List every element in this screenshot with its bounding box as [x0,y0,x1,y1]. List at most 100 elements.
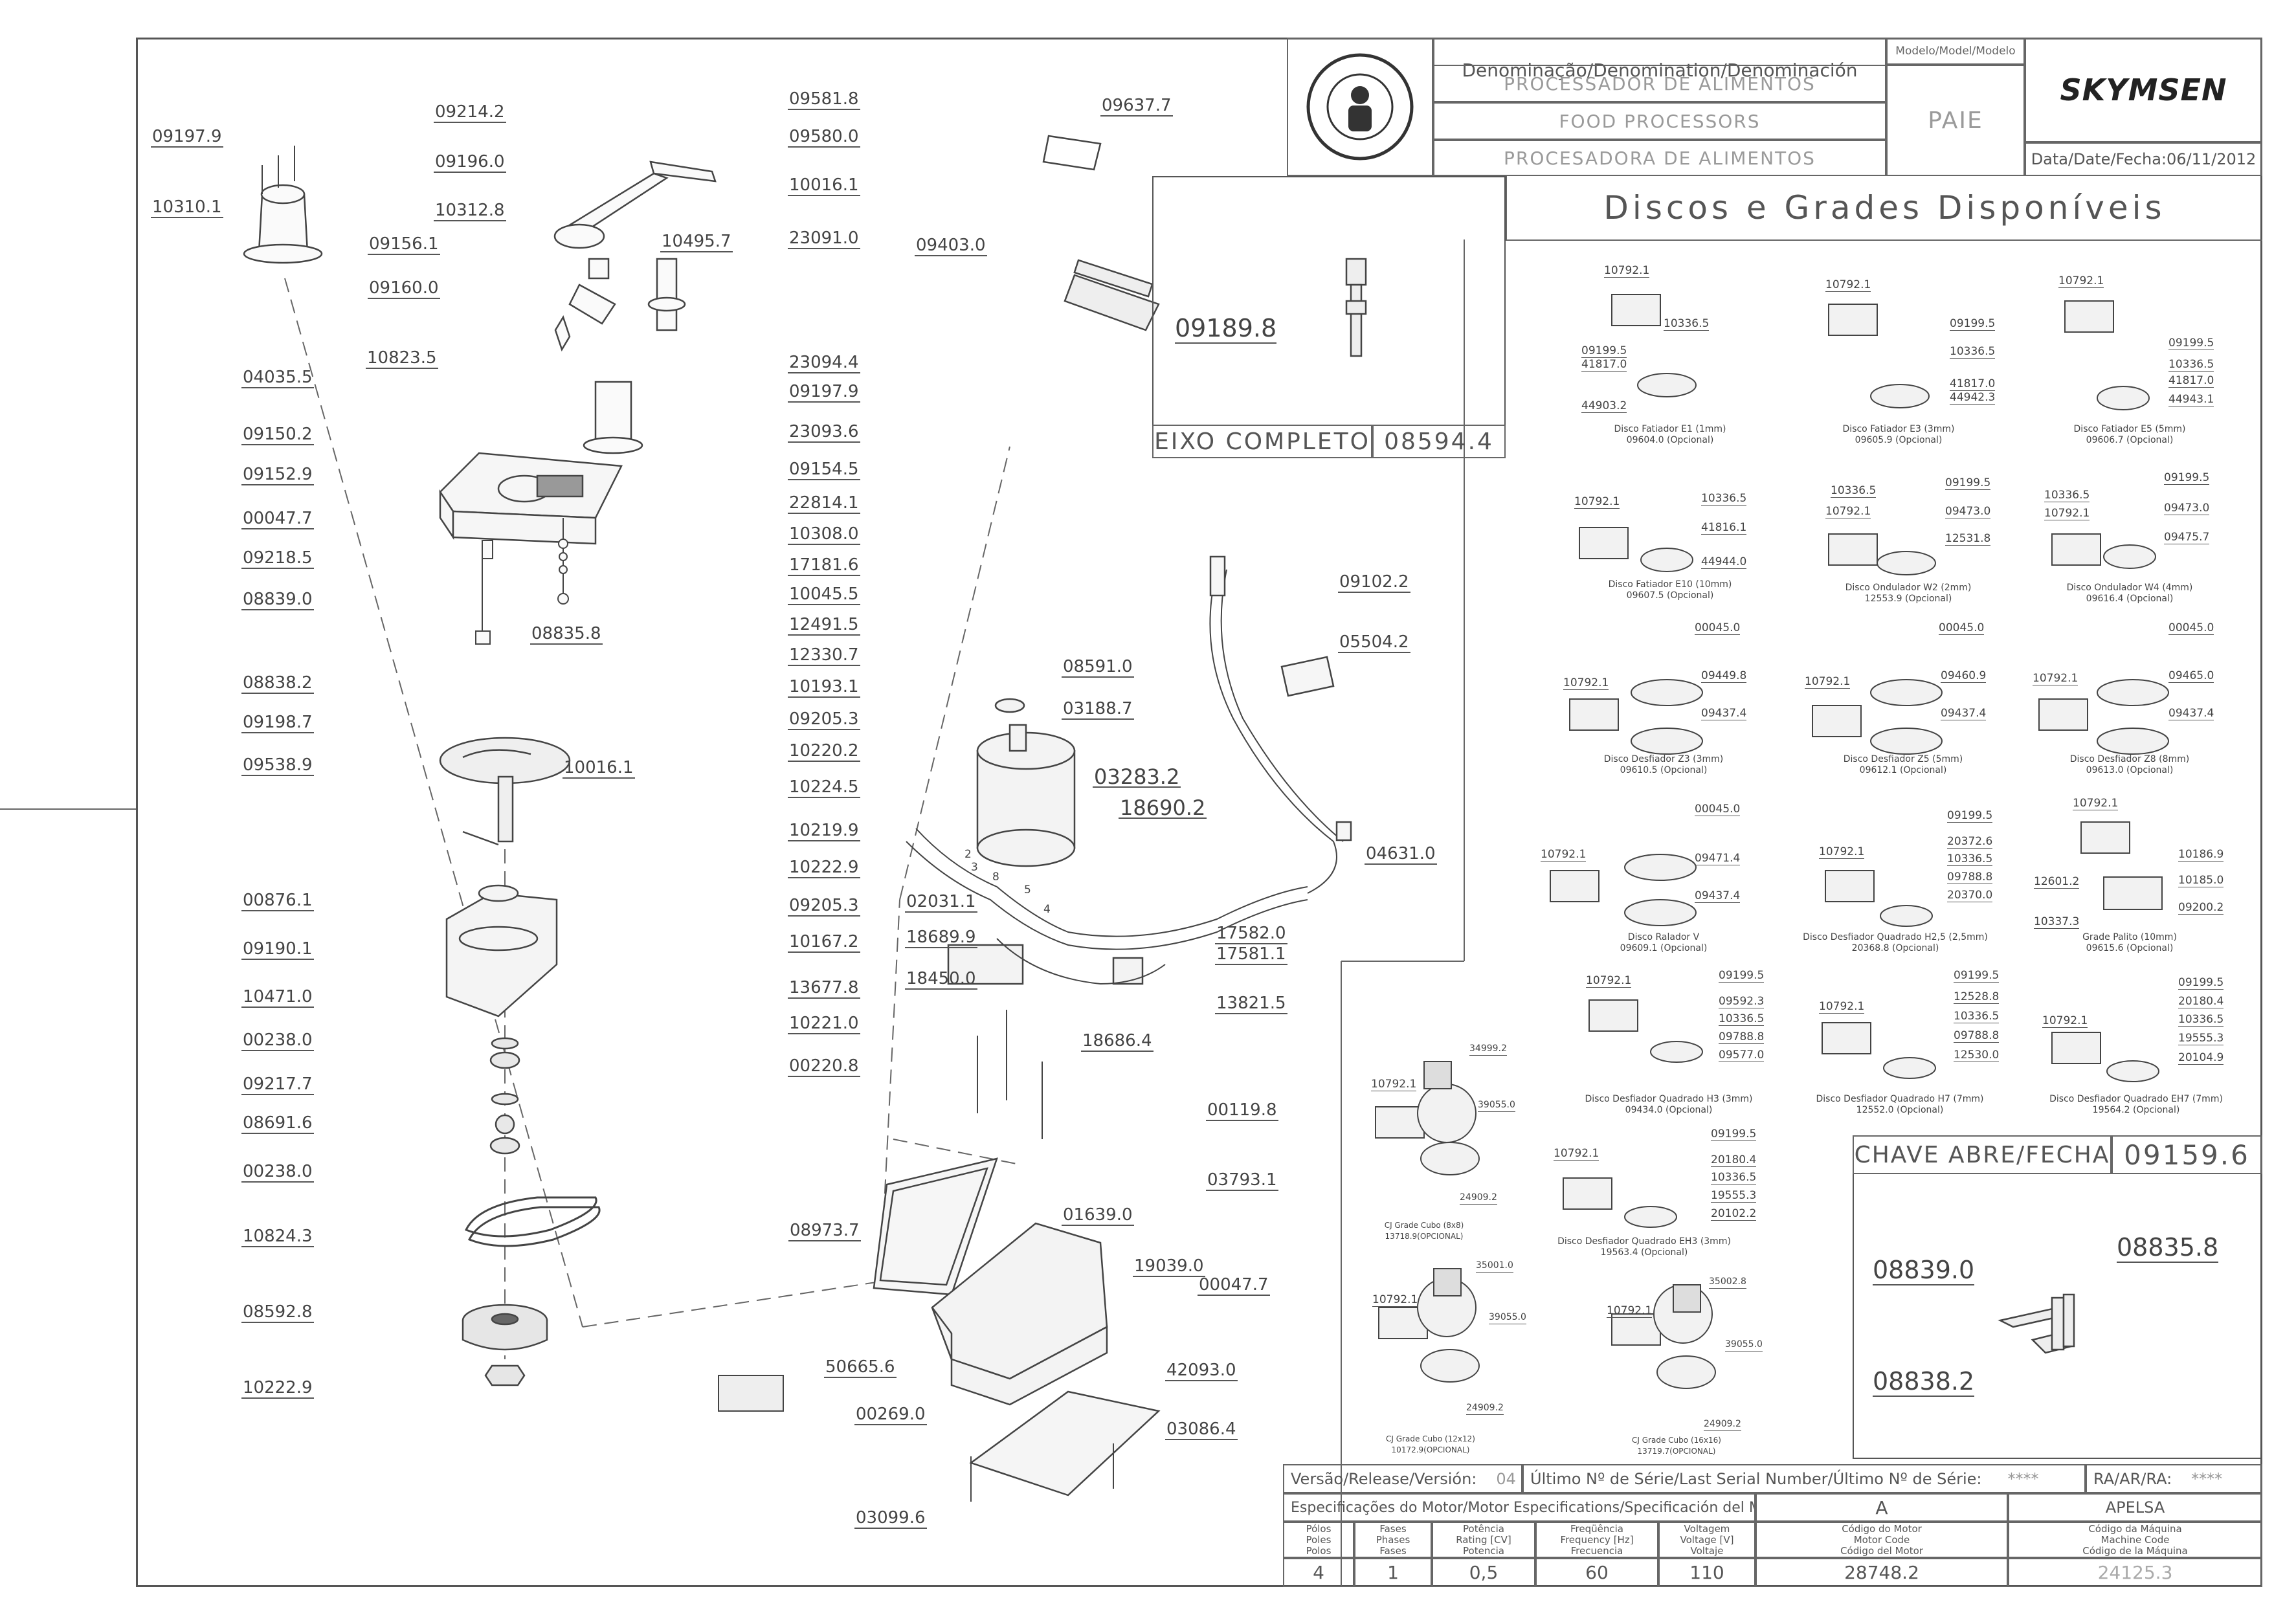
motor-letter: A [1755,1493,2008,1522]
disc-name: Disco Desfiador Quadrado EH7 (7mm) [2049,1094,2223,1104]
disc-part-label: 10337.3 [2034,915,2080,929]
disc-code: 09604.0 (Opcional) [1626,435,1714,445]
part-label: 10308.0 [788,524,860,545]
disc-part-label: 41817.0 [2168,374,2214,388]
shaft-box-code: 08594.4 [1372,425,1506,458]
part-label: 09581.8 [788,89,860,110]
part-label: 09197.9 [151,127,223,148]
part-label: 01639.0 [1062,1205,1134,1226]
disc-part-label: 09199.5 [1945,476,1991,490]
serial-cell: Último Nº de Série/Last Serial Number/Úl… [1522,1464,2086,1493]
part-label: 10219.9 [788,821,860,841]
part-label: 09154.5 [788,460,860,480]
power-header: Potência Rating [CV] Potencia [1432,1522,1535,1558]
part-label: 00269.0 [854,1405,927,1425]
disc-caption: Disco Desfiador Quadrado H7 (7mm) 12552.… [1816,1094,1983,1116]
disc-part-label: 10792.1 [1819,845,1865,859]
part-label: 10220.2 [788,741,860,762]
disc-part-label: 34999.2 [1469,1042,1507,1056]
part-label: 10224.5 [788,777,860,798]
disc-caption: Disco Ralador V 09609.1 (Opcional) [1620,932,1708,954]
disc-part-label: 10336.5 [1719,1012,1765,1026]
disc-part-label: 09437.4 [1941,707,1987,720]
disc-part-label: 00045.0 [1939,621,1985,635]
disc-part-label: 12528.8 [1954,990,2000,1004]
disc-part-label: 10792.1 [1825,278,1871,292]
disc-name: Disco Fatiador E10 (10mm) [1608,579,1732,590]
part-label: 09580.0 [788,127,860,148]
disc-name: Disco Fatiador E5 (5mm) [2073,424,2186,434]
disc-part-label: 00045.0 [2168,621,2214,635]
part-label: 50665.6 [824,1357,897,1378]
part-label: 02031.1 [905,892,977,913]
part-label: 10495.7 [660,232,733,252]
disc-part-label: 10336.5 [1831,484,1877,498]
wire-number: 3 [971,861,978,874]
disc-part-label: 20180.4 [1711,1153,1757,1167]
disc-part-label: 10792.1 [1825,505,1871,518]
disc-part-label: 09437.4 [2168,707,2214,720]
disc-part-label: 41817.0 [1950,377,1996,391]
phases-value: 1 [1354,1558,1432,1587]
part-label: 10016.1 [563,758,635,779]
part-label: 42093.0 [1165,1361,1238,1381]
disc-part-label: 35002.8 [1709,1275,1746,1289]
part-label: 10222.9 [241,1378,314,1399]
disc-part-label: 20370.0 [1947,889,1993,902]
disc-part-label: 09199.5 [2178,976,2224,990]
disc-part-label: 12531.8 [1945,532,1991,546]
poles-value: 4 [1283,1558,1354,1587]
shaft-part-label: 09189.8 [1175,314,1277,344]
part-label: 00238.0 [241,1162,314,1183]
disc-part-label: 12530.0 [1954,1049,2000,1062]
disc-part-label: 39055.0 [1725,1338,1763,1351]
part-label: 09637.7 [1100,96,1173,117]
disc-part-label: 09460.9 [1941,669,1987,683]
manufacturer: APELSA [2008,1493,2262,1522]
disc-name: Grade Palito (10mm) [2082,932,2177,942]
disc-code: 09613.0 (Opcional) [2086,765,2174,775]
part-label: 03283.2 [1093,764,1181,789]
disc-part-label: 10792.1 [1372,1293,1418,1307]
disc-part-label: 10792.1 [1607,1304,1653,1318]
voltage-value: 110 [1658,1558,1755,1587]
key-box-code: 09159.6 [2112,1135,2262,1174]
disc-name: Disco Fatiador E3 (3mm) [1842,424,1955,434]
disc-part-label: 09592.3 [1719,995,1765,1008]
disc-part-label: 39055.0 [1478,1098,1515,1112]
part-label: 03099.6 [854,1508,927,1529]
disc-part-label: 10792.1 [1563,676,1609,690]
disc-part-label: 12601.2 [2034,875,2080,889]
disc-name: Disco Ondulador W2 (2mm) [1845,583,1972,593]
disc-code: 09434.0 (Opcional) [1625,1105,1713,1115]
disc-part-label: 10792.1 [1805,675,1851,689]
disc-part-label: 44942.3 [1950,391,1996,405]
part-label: 09196.0 [434,152,506,173]
part-label: 13821.5 [1215,994,1287,1014]
disc-part-label: 10336.5 [1947,852,1993,866]
key-part-label: 08838.2 [1873,1367,1975,1397]
product-name-es: PROCESADORA DE ALIMENTOS [1433,140,1886,176]
disc-part-label: 10336.5 [1701,492,1747,506]
disc-code: 20368.8 (Opcional) [1851,943,1939,953]
disc-code: 09606.7 (Opcional) [2086,435,2174,445]
disc-part-label: 41816.1 [1701,521,1747,535]
disc-part-label: 10792.1 [1586,974,1632,988]
part-label: 00047.7 [1198,1275,1270,1296]
disc-part-label: 35001.0 [1476,1259,1513,1273]
disc-caption: Disco Ondulador W4 (4mm) 09616.4 (Opcion… [2067,583,2193,605]
machine-code-header: Código da Máquina Machine Code Código de… [2008,1522,2262,1558]
part-label: 09205.3 [788,896,860,917]
voltage-header: Voltagem Voltage [V] Voltaje [1658,1522,1755,1558]
key-part-label: 08835.8 [2117,1233,2219,1263]
part-label: 00238.0 [241,1030,314,1051]
disc-part-label: 10792.1 [2033,672,2079,685]
disc-part-label: 09449.8 [1701,669,1747,683]
disc-name: Disco Ralador V [1627,932,1700,942]
part-label: 17181.6 [788,555,860,576]
version-value: 04 [1496,1469,1516,1488]
part-label: 09205.3 [788,709,860,730]
disc-part-label: 10336.5 [2178,1013,2224,1027]
